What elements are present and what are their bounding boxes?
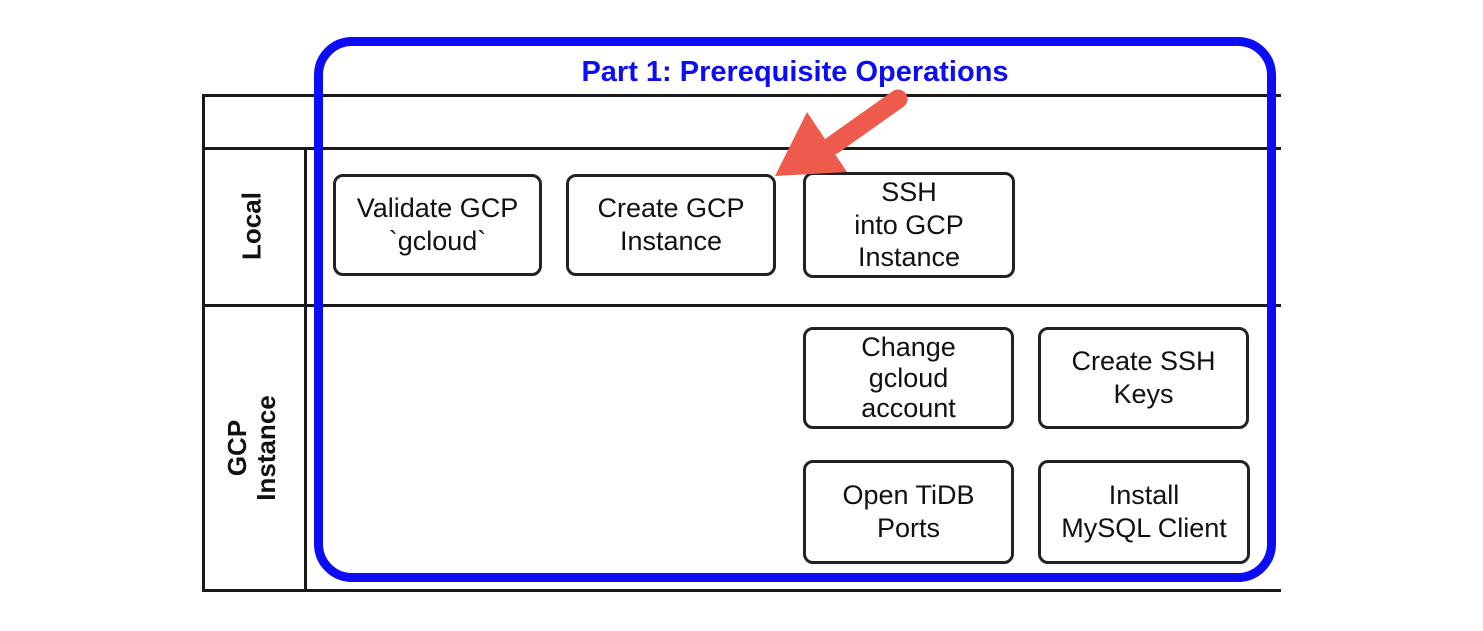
- lane-label-gcp-instance-line2: Instance: [251, 395, 281, 501]
- task-box-label-line: Ports: [876, 513, 941, 543]
- part1-group-border: [314, 37, 1276, 582]
- task-box-label-line: Open TiDB: [842, 480, 975, 511]
- table-top-border: [202, 94, 1281, 97]
- task-box-label-line: Create SSH: [1071, 346, 1216, 377]
- table-lane-divider: [202, 304, 1281, 307]
- task-box-label-line: MySQL Client: [1061, 513, 1227, 543]
- task-box-label-line: Change: [861, 331, 956, 362]
- lane-label-gcp-instance: GCP Instance: [221, 395, 281, 501]
- task-box-label-line: into GCP: [854, 209, 964, 240]
- task-box-label-line: Create GCP: [597, 193, 745, 224]
- task-box-label-line: Validate GCP: [356, 193, 519, 224]
- task-box-label-line: SSH: [881, 176, 937, 207]
- task-box-label-line: `gcloud`: [388, 226, 487, 256]
- lane-label-column-divider: [304, 147, 307, 592]
- part1-group-title: Part 1: Prerequisite Operations: [581, 56, 1009, 88]
- lane-label-gcp-instance-line1: GCP: [221, 419, 252, 477]
- task-box-validate-gcp-gcloud: Validate GCP `gcloud`: [333, 174, 542, 276]
- task-box-label-line: Install: [1108, 480, 1180, 511]
- task-box-create-ssh-keys: Create SSH Keys: [1038, 327, 1249, 429]
- table-bottom-border: [202, 589, 1281, 592]
- task-box-label-line: Instance: [857, 242, 961, 273]
- task-box-ssh-into-gcp-instance: SSH into GCP Instance: [803, 172, 1015, 278]
- task-box-label-line: gcloud: [868, 362, 949, 393]
- lane-label-local: Local: [236, 192, 267, 260]
- task-box-label-line: Instance: [619, 226, 723, 256]
- task-box-label-line: account: [861, 393, 956, 424]
- task-box-install-mysql-client: Install MySQL Client: [1038, 460, 1250, 564]
- table-header-divider: [202, 147, 1281, 150]
- task-box-label-line: Keys: [1113, 379, 1174, 409]
- task-box-create-gcp-instance: Create GCP Instance: [566, 174, 776, 276]
- task-box-change-gcloud-account: Change gcloud account: [803, 327, 1014, 429]
- table-left-border: [202, 94, 205, 592]
- task-box-open-tidb-ports: Open TiDB Ports: [803, 460, 1014, 564]
